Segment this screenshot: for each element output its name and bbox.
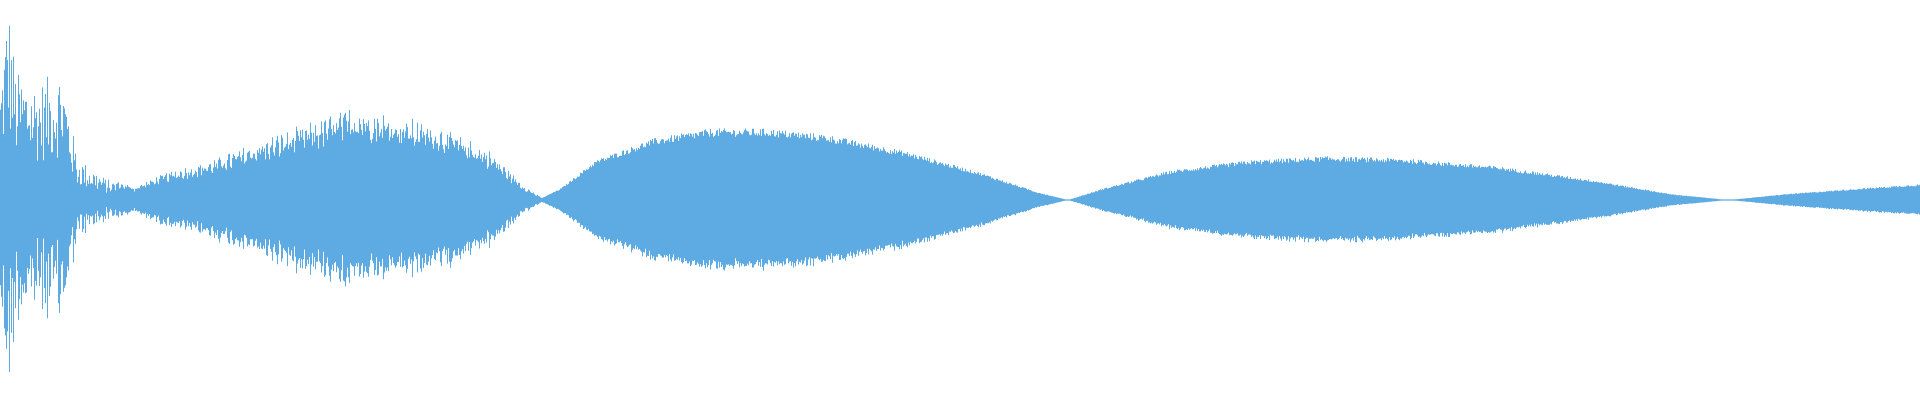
waveform-bars bbox=[0, 25, 1920, 372]
waveform-signal bbox=[0, 25, 1920, 372]
